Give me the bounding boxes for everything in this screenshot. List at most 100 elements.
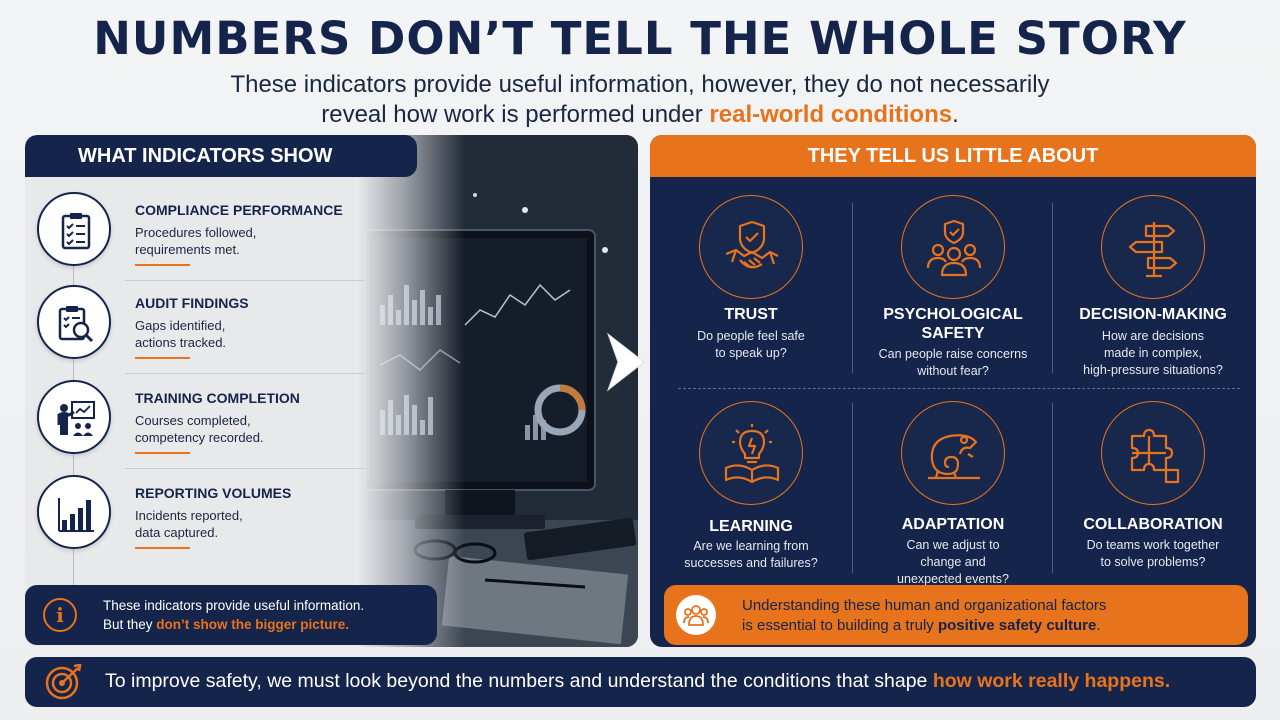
puzzle-icon — [1101, 401, 1205, 505]
card-title: COLLABORATION — [1052, 515, 1254, 534]
card-desc-line: How are decisions — [1101, 329, 1205, 343]
lightbulb-book-icon — [699, 401, 803, 505]
indicators-panel: WHAT INDICATORS SHOW COMPLIANCE PERFORMA… — [25, 135, 638, 647]
card-title-line: LEARNING — [709, 518, 793, 535]
indicator-title: REPORTING VOLUMES — [135, 485, 292, 501]
bar-chart-icon — [37, 475, 111, 549]
footer-text-pre: To improve safety, we must look beyond t… — [105, 670, 933, 692]
indicator-reporting: REPORTING VOLUMES Incidents reported,dat… — [37, 475, 357, 565]
indicator-underline — [135, 452, 190, 454]
card-desc-line: Do teams work together — [1086, 538, 1220, 552]
training-presentation-icon — [37, 380, 111, 454]
vertical-divider — [1052, 403, 1053, 573]
callout-line-1: These indicators provide useful informat… — [103, 598, 365, 613]
indicator-underline — [135, 264, 190, 266]
culture-line-2: is essential to building a truly positiv… — [742, 616, 1106, 636]
card-title-line: SAFETY — [921, 325, 985, 342]
card-description: Are we learning from successes and failur… — [650, 538, 852, 572]
culture-text-pre: is essential to building a truly — [742, 617, 938, 634]
card-title-line: ADAPTATION — [901, 516, 1005, 533]
card-learning: LEARNING Are we learning from successes a… — [650, 401, 852, 591]
safety-culture-callout: Understanding these human and organizati… — [664, 585, 1248, 645]
callout-highlight: don’t show the bigger picture. — [156, 617, 350, 632]
page-subtitle: These indicators provide useful informat… — [190, 70, 1090, 130]
clipboard-checklist-icon — [37, 192, 111, 266]
footer-banner: To improve safety, we must look beyond t… — [25, 657, 1256, 707]
vertical-divider — [1052, 203, 1053, 373]
card-decision-making: DECISION-MAKING How are decisions made in… — [1052, 195, 1254, 385]
card-description: Do people feel safe to speak up? — [650, 328, 852, 362]
indicator-desc-line: Procedures followed, — [135, 225, 257, 240]
card-description: Do teams work together to solve problems? — [1052, 537, 1254, 571]
indicator-title: COMPLIANCE PERFORMANCE — [135, 202, 343, 218]
vertical-divider — [852, 403, 853, 573]
card-desc-line: to speak up? — [715, 346, 787, 360]
card-desc-line: Are we learning from — [693, 539, 809, 553]
indicator-desc-line: Courses completed, — [135, 413, 251, 428]
vertical-divider — [852, 203, 853, 373]
card-desc-line: Can we adjust to — [906, 538, 1000, 552]
human-factors-panel: THEY TELL US LITTLE ABOUT TRUST Do peopl… — [650, 135, 1256, 647]
indicator-description: Courses completed, competency recorded. — [135, 412, 335, 446]
card-title-line: TRUST — [724, 306, 778, 323]
card-description: How are decisions made in complex, high-pr… — [1052, 328, 1254, 379]
indicator-desc-line: requirements met. — [135, 242, 240, 257]
page-title: NUMBERS DON’T TELL THE WHOLE STORY — [93, 12, 1187, 65]
card-desc-line: to solve problems? — [1100, 555, 1206, 569]
subtitle-line-2: reveal how work is performed under real-… — [190, 100, 1090, 130]
card-desc-line: made in complex, — [1104, 346, 1202, 360]
indicator-separator — [125, 280, 365, 281]
indicator-desc-line: Gaps identified, — [135, 318, 226, 333]
bigger-picture-callout: i These indicators provide useful inform… — [25, 585, 437, 645]
indicator-title: AUDIT FINDINGS — [135, 295, 249, 311]
group-shield-icon — [901, 195, 1005, 299]
callout-text-pre: But they — [103, 617, 157, 632]
indicator-description: Gaps identified, actions tracked. — [135, 317, 335, 351]
photo-fade-overlay — [355, 135, 465, 647]
card-desc-line: successes and failures? — [684, 556, 818, 570]
indicator-separator — [125, 468, 365, 469]
info-icon: i — [43, 598, 77, 632]
people-group-icon — [676, 595, 716, 635]
culture-period: . — [1096, 617, 1101, 634]
card-title-line: PSYCHOLOGICAL — [883, 306, 1023, 323]
subtitle-line-1: These indicators provide useful informat… — [230, 71, 1050, 98]
indicator-desc-line: actions tracked. — [135, 335, 227, 350]
target-icon — [45, 664, 82, 700]
chameleon-icon — [901, 401, 1005, 505]
card-title: ADAPTATION — [852, 515, 1054, 534]
card-desc-line: without fear? — [917, 364, 989, 378]
footer-text: To improve safety, we must look beyond t… — [105, 670, 1170, 693]
indicator-desc-line: Incidents reported, — [135, 508, 243, 523]
indicator-compliance: COMPLIANCE PERFORMANCE Procedures follow… — [37, 192, 365, 282]
signpost-icon — [1101, 195, 1205, 299]
indicator-underline — [135, 357, 190, 359]
callout-line-2: But they don’t show the bigger picture. — [103, 615, 364, 634]
card-trust: TRUST Do people feel safe to speak up? — [650, 195, 852, 385]
culture-text: Understanding these human and organizati… — [742, 596, 1106, 636]
card-desc-line: Do people feel safe — [697, 329, 805, 343]
indicator-description: Procedures followed, requirements met. — [135, 224, 335, 258]
card-desc-line: high-pressure situations? — [1083, 363, 1223, 377]
indicator-separator — [125, 373, 365, 374]
footer-highlight: how work really happens. — [932, 670, 1171, 692]
card-title: DECISION-MAKING — [1052, 305, 1254, 324]
subtitle-period: . — [952, 101, 959, 128]
human-factors-heading: THEY TELL US LITTLE ABOUT — [650, 135, 1256, 177]
card-title: TRUST — [650, 305, 852, 324]
indicator-desc-line: competency recorded. — [135, 430, 264, 445]
card-title: LEARNING — [650, 517, 852, 536]
subtitle-highlight: real-world conditions — [709, 101, 953, 128]
card-desc-line: change and — [920, 555, 986, 569]
indicator-training: TRAINING COMPLETION Courses completed, co… — [37, 380, 365, 470]
indicator-audit: AUDIT FINDINGS Gaps identified, actions t… — [37, 285, 365, 375]
chevron-right-icon — [606, 332, 645, 392]
horizontal-divider — [678, 388, 1240, 389]
card-collaboration: COLLABORATION Do teams work together to s… — [1052, 401, 1254, 591]
indicators-heading: WHAT INDICATORS SHOW — [25, 135, 417, 177]
indicator-description: Incidents reported,data captured. — [135, 507, 335, 541]
indicator-title: TRAINING COMPLETION — [135, 390, 300, 406]
